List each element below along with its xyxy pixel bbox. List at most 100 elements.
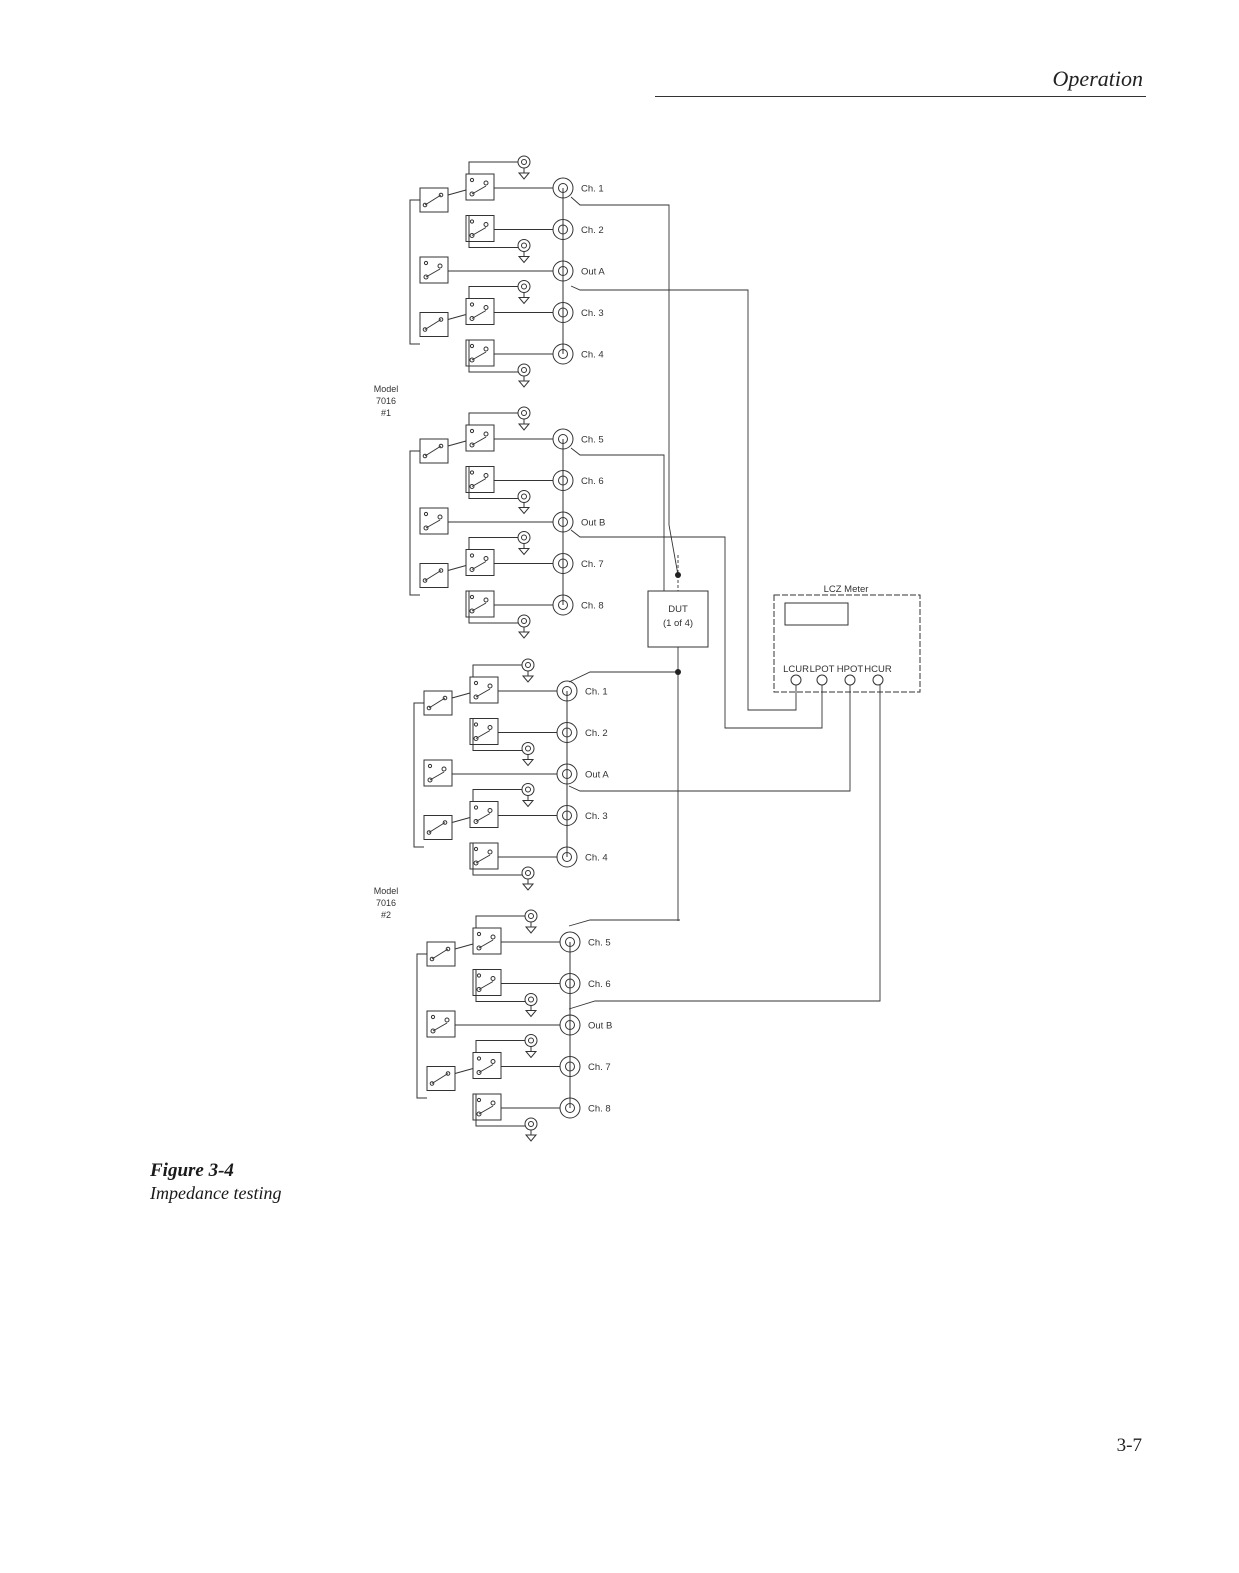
relay-box [473,1094,501,1120]
ground-connector-core [526,871,531,876]
ground-connector [522,659,534,671]
relay-contact [428,764,431,767]
ground-connector-core [526,746,531,751]
terminal-lpot [817,675,827,685]
channel-label: Ch. 6 [581,476,604,487]
svg-text:#2: #2 [381,910,391,920]
relay-box [473,1053,501,1079]
relay-contact [474,847,477,850]
selector-wire [448,190,466,195]
relay-contact [484,598,488,602]
ground-symbol [519,381,529,387]
ground-connector [518,532,530,544]
selector-relay [420,188,448,212]
relay-contact [491,1060,495,1064]
relay-box [470,677,498,703]
selector-relay [427,1067,455,1091]
relay-arm [430,772,444,780]
channel-label: Out A [585,770,609,781]
relay-arm [472,479,486,487]
channel-label: Ch. 2 [581,225,604,236]
switch-bank: Ch. 5Ch. 6Out BCh. 7Ch. 8 [410,407,605,638]
relay-contact [484,223,488,227]
relay-box [473,970,501,996]
ground-connector-core [522,284,527,289]
selector-relay [420,564,448,588]
relay-box [466,216,494,242]
svg-text:7016: 7016 [376,898,396,908]
selector-arm [425,446,441,456]
relay-contact [484,432,488,436]
svg-text:#1: #1 [381,408,391,418]
ground-connector-core [522,411,527,416]
guard-wire [469,287,518,299]
relay-box [466,174,494,200]
selector-wire [455,1069,473,1074]
ground-symbol [526,1135,536,1141]
lcz-meter: LCZ Meter LCUR LPOT HPOT HCUR [774,584,920,692]
switch-bank: Ch. 5Ch. 6Out BCh. 7Ch. 8 [417,910,612,1141]
relay-arm [479,1106,493,1114]
relay-contact [438,515,442,519]
relay-arm [476,731,490,739]
relay-contact [491,1101,495,1105]
ground-connector [525,1035,537,1047]
selector-relay [424,691,452,715]
ground-connector [522,784,534,796]
relay-contact [488,684,492,688]
relay-arm [476,689,490,697]
guard-wire [476,1041,525,1053]
ground-symbol [519,632,529,638]
figure-caption: Figure 3-4 Impedance testing [150,1160,281,1204]
channel-label: Ch. 1 [581,184,604,195]
terminal-label-hcur: HCUR [864,664,892,675]
relay-box [466,299,494,325]
channel-label: Ch. 5 [581,435,604,446]
relay-arm [479,940,493,948]
relay-arm [472,228,486,236]
relay-contact [470,303,473,306]
relay-box [424,760,452,786]
relay-box [420,257,448,283]
ground-symbol [519,173,529,179]
guard-wire [473,665,522,677]
selector-wire [448,566,466,571]
ground-connector [518,407,530,419]
selector-arm [425,571,441,581]
ground-connector [518,156,530,168]
selector-wire [452,693,470,698]
ground-connector-core [522,494,527,499]
relay-arm [472,437,486,445]
meter-label: LCZ Meter [824,584,869,595]
guard-wire [469,538,518,550]
selector-arm [432,949,448,959]
relay-contact [445,1018,449,1022]
relay-arm [476,814,490,822]
relay-contact [470,344,473,347]
channel-label: Ch. 3 [581,308,604,319]
ground-connector [518,615,530,627]
relay-contact [484,474,488,478]
relay-contact [470,554,473,557]
relay-box [427,1011,455,1037]
channel-label: Ch. 8 [588,1104,611,1115]
ground-connector-core [522,535,527,540]
relay-contact [477,974,480,977]
ground-connector-core [526,663,531,668]
model-label-1: Model 7016 #1 [374,384,399,418]
bank-bracket [410,200,420,344]
relay-contact [424,261,427,264]
relay-box [466,550,494,576]
relay-contact [474,723,477,726]
channel-label: Ch. 5 [588,938,611,949]
guard-wire [469,162,518,174]
ground-connector-core [522,243,527,248]
relay-contact [491,935,495,939]
svg-text:Model: Model [374,384,399,394]
terminal-hpot [845,675,855,685]
relay-arm [472,186,486,194]
terminal-label-hpot: HPOT [837,664,864,675]
ground-connector-core [529,1122,534,1127]
